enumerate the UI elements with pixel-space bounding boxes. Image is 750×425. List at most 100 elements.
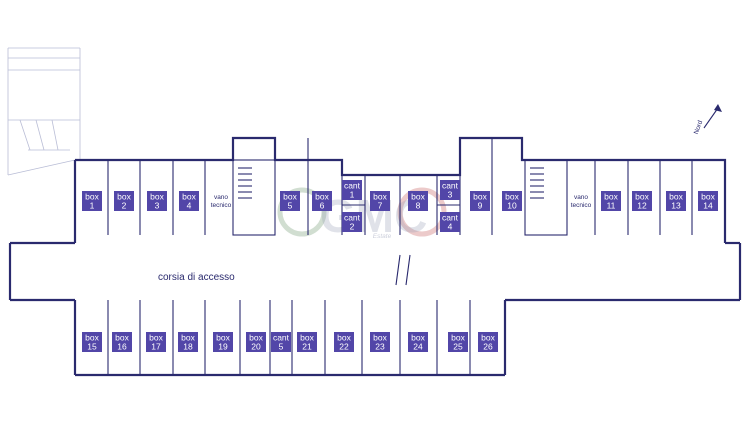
unit-kind: cant — [344, 213, 361, 223]
bottom-unit-labels: box15box16box17box18box19box20cant5box21… — [82, 332, 498, 352]
corridor-label: corsia di accesso — [158, 272, 235, 283]
unit-kind: box — [701, 192, 715, 202]
north-arrow-icon: Nord — [693, 104, 722, 135]
unit-kind: box — [149, 333, 163, 343]
unit-label-bg — [370, 332, 390, 352]
unit-number: 2 — [122, 201, 127, 211]
unit-label-bg — [297, 332, 317, 352]
unit-label-bg — [632, 191, 652, 211]
unit-number: 20 — [251, 342, 261, 352]
unit-label-bg — [502, 191, 522, 211]
unit-number: 4 — [187, 201, 192, 211]
unit-kind: box — [283, 192, 297, 202]
unit-label-bg — [666, 191, 686, 211]
unit-label-bg — [408, 191, 428, 211]
unit-kind: box — [300, 333, 314, 343]
unit-kind: box — [473, 192, 487, 202]
unit-kind: box — [181, 333, 195, 343]
unit-number: 1 — [90, 201, 95, 211]
unit-label-bg — [280, 191, 300, 211]
unit-kind: box — [373, 333, 387, 343]
exterior-sketch — [7, 47, 81, 176]
unit-kind: box — [117, 192, 131, 202]
unit-number: 5 — [288, 201, 293, 211]
unit-number: 19 — [218, 342, 228, 352]
unit-number: 4 — [448, 222, 453, 232]
unit-kind: box — [411, 192, 425, 202]
top-unit-labels: box1box2box3box4box5box6cant1cant2box7bo… — [82, 180, 718, 232]
stairs-right — [530, 167, 544, 199]
unit-kind: box — [115, 333, 129, 343]
unit-label-bg — [440, 180, 460, 200]
unit-kind: box — [315, 192, 329, 202]
unit-number: 14 — [703, 201, 713, 211]
unit-label-bg — [370, 191, 390, 211]
unit-kind: box — [505, 192, 519, 202]
unit-label-bg — [271, 332, 291, 352]
vano-label-right-2: tecnico — [571, 202, 592, 209]
unit-kind: box — [85, 333, 99, 343]
unit-label-bg — [179, 191, 199, 211]
unit-number: 25 — [453, 342, 463, 352]
unit-label-bg — [470, 191, 490, 211]
unit-label-bg — [342, 180, 362, 200]
unit-number: 8 — [416, 201, 421, 211]
unit-number: 13 — [671, 201, 681, 211]
unit-number: 17 — [151, 342, 161, 352]
unit-label-bg — [478, 332, 498, 352]
vano-label-left-2: tecnico — [211, 202, 232, 209]
unit-kind: box — [604, 192, 618, 202]
unit-kind: box — [669, 192, 683, 202]
unit-kind: cant — [273, 333, 290, 343]
unit-kind: box — [249, 333, 263, 343]
unit-number: 7 — [378, 201, 383, 211]
unit-kind: cant — [442, 213, 459, 223]
unit-label-bg — [601, 191, 621, 211]
unit-kind: box — [216, 333, 230, 343]
unit-label-bg — [448, 332, 468, 352]
unit-label-bg — [246, 332, 266, 352]
unit-number: 10 — [507, 201, 517, 211]
unit-label-bg — [82, 191, 102, 211]
unit-kind: box — [373, 192, 387, 202]
unit-label-bg — [408, 332, 428, 352]
unit-kind: cant — [344, 181, 361, 191]
unit-number: 22 — [339, 342, 349, 352]
unit-kind: box — [451, 333, 465, 343]
unit-number: 2 — [350, 222, 355, 232]
unit-label-bg — [112, 332, 132, 352]
unit-label-bg — [146, 332, 166, 352]
unit-number: 5 — [279, 342, 284, 352]
unit-number: 26 — [483, 342, 493, 352]
unit-kind: box — [337, 333, 351, 343]
unit-kind: box — [150, 192, 164, 202]
unit-number: 6 — [320, 201, 325, 211]
top-partitions — [107, 138, 693, 236]
